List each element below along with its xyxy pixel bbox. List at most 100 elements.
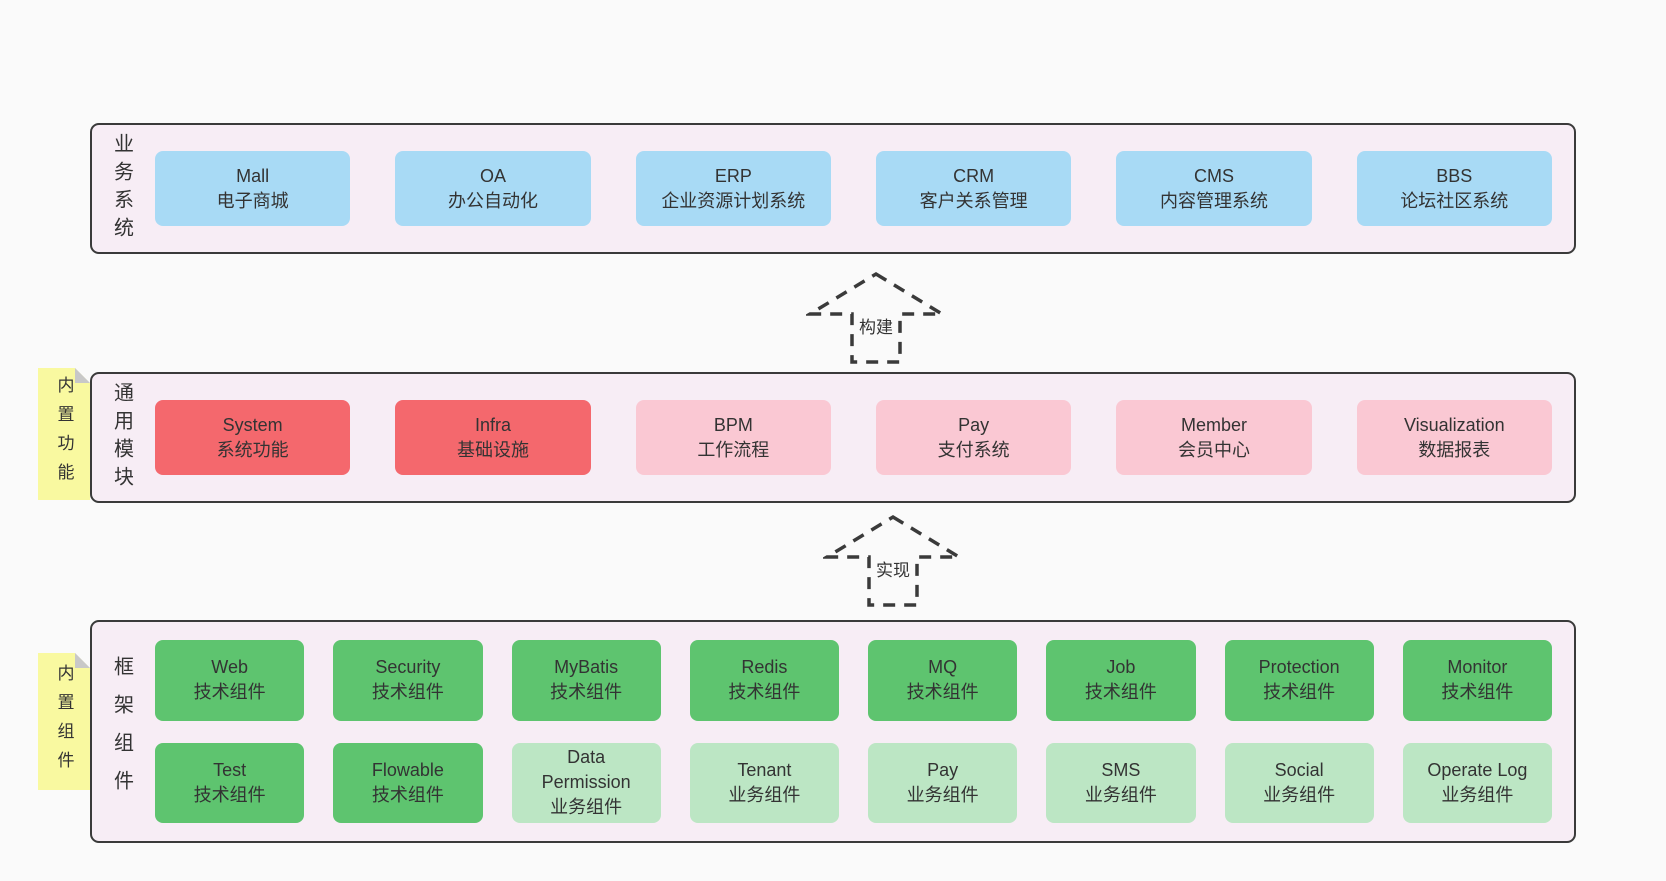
box-name: MQ [928,657,958,678]
layer-business-systems: 业务系统 Mall 电子商城 OA 办公自动化 ERP 企业资源计划系统 CRM… [90,123,1576,254]
arrow-build-label: 构建 [856,312,896,339]
box-name: BPM [713,414,753,435]
box-desc: 技术组件 [728,682,801,703]
box-name: Operate Log [1427,759,1528,780]
box-operate-log: Operate Log 业务组件 [1402,742,1552,823]
box-desc: 论坛社区系统 [1400,190,1509,211]
box-infra: Infra 基础设施 [395,400,591,475]
note-built-in-components: 内置组件 [38,653,90,790]
box-desc: 技术组件 [1084,682,1157,703]
arrow-implement: 实现 [823,513,963,609]
box-name: Test [213,759,247,780]
box-desc: 业务组件 [1441,784,1514,805]
box-desc: 客户关系管理 [919,190,1028,211]
box-name: ERP [714,165,752,186]
note-text: 内置功能 [54,376,74,492]
box-desc: 业务组件 [1263,784,1336,805]
box-name: CRM [953,165,995,186]
layer-label-modules: 通用模块 [110,381,133,494]
box-desc: 工作流程 [697,439,770,460]
box-system: System 系统功能 [155,400,351,475]
box-name: Monitor [1447,657,1508,678]
box-tenant: Tenant 业务组件 [689,742,839,823]
box-erp: ERP 企业资源计划系统 [635,151,831,226]
box-desc: 内容管理系统 [1159,190,1268,211]
box-desc: 会员中心 [1177,439,1250,460]
box-desc: 办公自动化 [447,190,538,211]
layer-framework-components: 框架组件 Web 技术组件 Security 技术组件 MyBatis 技术组件… [90,620,1576,843]
box-desc: 基础设施 [456,439,529,460]
box-name: BBS [1436,165,1473,186]
box-desc: 支付系统 [937,439,1010,460]
box-social: Social 业务组件 [1224,742,1374,823]
layer-common-modules: 通用模块 System 系统功能 Infra 基础设施 BPM 工作流程 Pay… [90,372,1576,503]
box-desc: 业务组件 [906,784,979,805]
box-desc: 技术组件 [371,784,444,805]
arrow-build: 构建 [806,270,946,366]
box-oa: OA 办公自动化 [395,151,591,226]
box-desc: 电子商城 [216,190,289,211]
up-arrow-icon [823,514,963,607]
box-pay-module: Pay 支付系统 [875,400,1072,475]
box-mall: Mall 电子商城 [155,151,351,226]
box-desc: 技术组件 [906,682,979,703]
box-name: Pay [958,414,990,435]
box-mybatis: MyBatis 技术组件 [511,640,661,721]
box-name: Social [1274,759,1324,780]
box-bbs: BBS 论坛社区系统 [1356,151,1552,226]
box-desc: 业务组件 [550,797,623,818]
box-desc: 技术组件 [1263,682,1336,703]
box-desc: 技术组件 [193,784,266,805]
box-name: SMS [1101,759,1141,780]
framework-boxes: Web 技术组件 Security 技术组件 MyBatis 技术组件 Redi… [155,640,1552,823]
box-flowable: Flowable 技术组件 [333,742,483,823]
note-built-in-features: 内置功能 [38,368,90,500]
module-boxes: System 系统功能 Infra 基础设施 BPM 工作流程 Pay 支付系统… [155,400,1552,475]
box-member: Member 会员中心 [1116,400,1312,475]
box-name: Data Permission [541,747,631,793]
box-bpm: BPM 工作流程 [635,400,831,475]
box-crm: CRM 客户关系管理 [875,151,1072,226]
box-name: Member [1180,414,1247,435]
box-name: Protection [1258,657,1340,678]
box-name: System [222,414,283,435]
box-name: Visualization [1403,414,1505,435]
box-pay-component: Pay 业务组件 [868,742,1018,823]
box-name: Redis [741,657,788,678]
box-name: Tenant [737,759,792,780]
box-test: Test 技术组件 [155,742,305,823]
box-cms: CMS 内容管理系统 [1116,151,1312,226]
layer-label-business: 业务系统 [110,132,133,245]
box-job: Job 技术组件 [1046,640,1196,721]
box-name: Mall [236,165,270,186]
box-name: Web [211,657,248,678]
layer-label-framework: 框架组件 [110,655,133,808]
box-desc: 系统功能 [216,439,289,460]
box-desc: 技术组件 [193,682,266,703]
up-arrow-icon [806,271,946,364]
box-desc: 业务组件 [728,784,801,805]
box-monitor: Monitor 技术组件 [1402,640,1552,721]
box-web: Web 技术组件 [155,640,305,721]
box-desc: 技术组件 [550,682,623,703]
box-data-permission: Data Permission 业务组件 [511,742,661,823]
box-name: MyBatis [554,657,619,678]
box-name: Pay [927,759,959,780]
box-desc: 业务组件 [1084,784,1157,805]
box-sms: SMS 业务组件 [1046,742,1196,823]
box-name: Security [375,657,441,678]
box-name: Infra [474,414,511,435]
note-text: 内置组件 [54,663,74,780]
box-name: OA [479,165,506,186]
box-protection: Protection 技术组件 [1224,640,1374,721]
arrow-implement-label: 实现 [873,555,913,582]
box-redis: Redis 技术组件 [689,640,839,721]
box-desc: 技术组件 [1441,682,1514,703]
box-name: Job [1106,657,1136,678]
business-boxes: Mall 电子商城 OA 办公自动化 ERP 企业资源计划系统 CRM 客户关系… [155,151,1552,226]
box-desc: 企业资源计划系统 [661,190,806,211]
box-name: Flowable [371,759,444,780]
box-name: CMS [1193,165,1234,186]
box-desc: 数据报表 [1418,439,1491,460]
